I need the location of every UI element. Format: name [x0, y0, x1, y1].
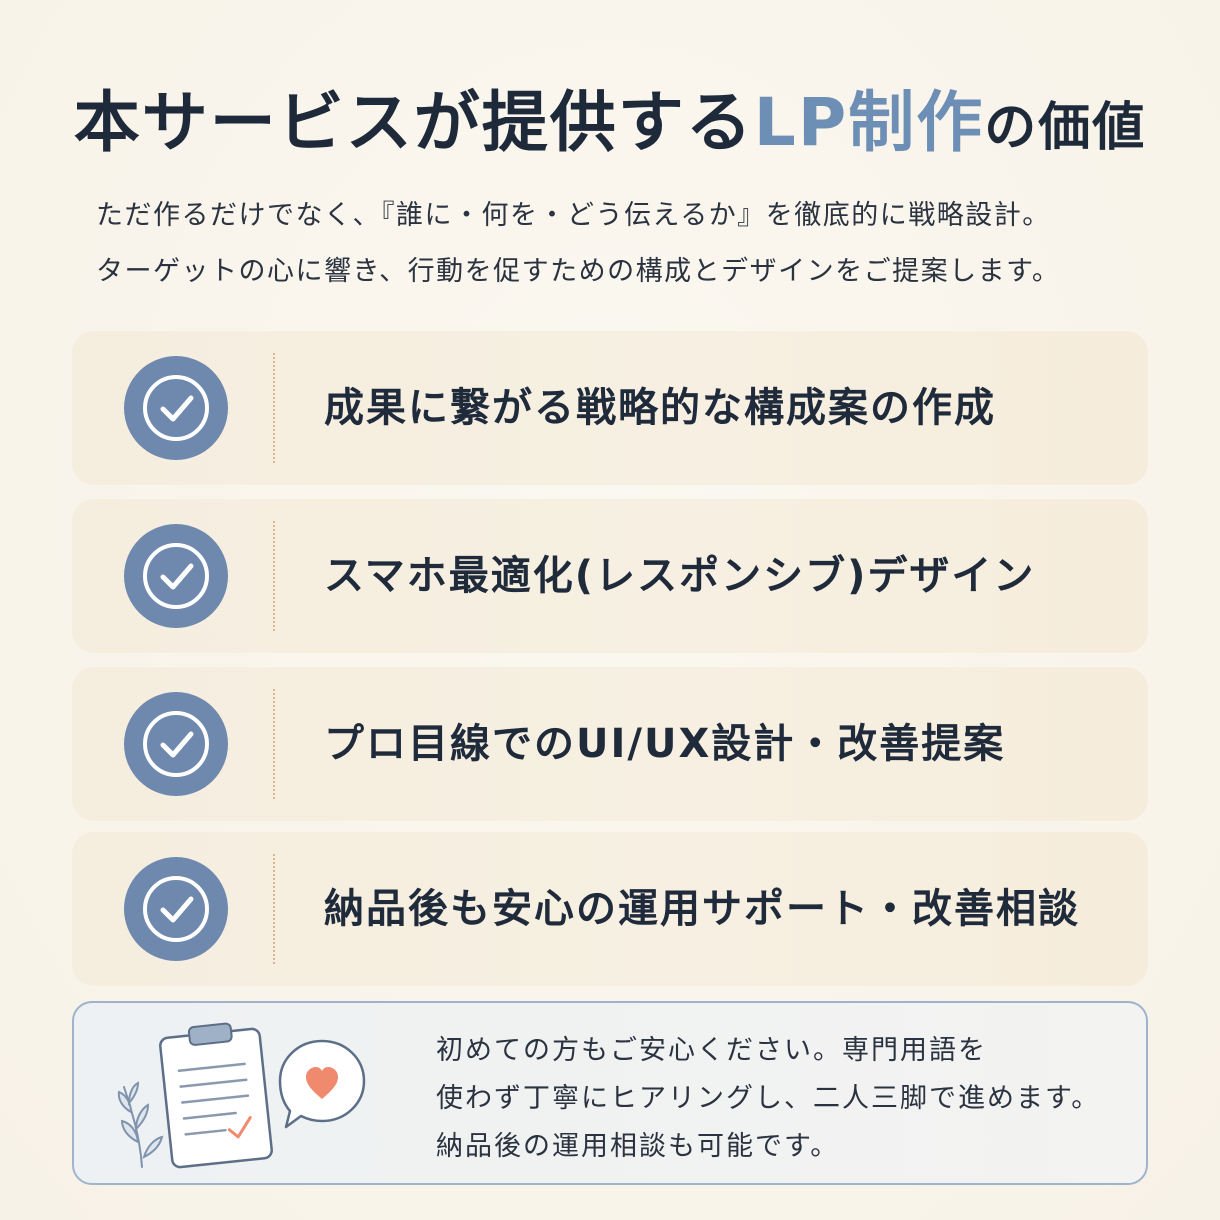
- note-text: 初めての方もご安心ください。専門用語を 使わず丁寧にヒアリングし、二人三脚で進め…: [436, 1027, 1100, 1171]
- feature-label: 納品後も安心の運用サポート・改善相談: [324, 886, 1080, 932]
- note-line-2: 使わず丁寧にヒアリングし、二人三脚で進めます。: [436, 1083, 1101, 1114]
- reassurance-note: 初めての方もご安心ください。専門用語を 使わず丁寧にヒアリングし、二人三脚で進め…: [72, 1001, 1148, 1185]
- leaf-icon: [117, 1081, 164, 1168]
- card-divider: [273, 854, 275, 964]
- intro-line-1: ただ作るだけでなく、『誰に・何を・どう伝えるか』を徹底的に戦略設計。: [96, 200, 1051, 231]
- note-illustration: [117, 1022, 366, 1169]
- title-part1: 本サービスが提供する: [73, 84, 754, 161]
- clipboard-icon: [159, 1022, 273, 1169]
- feature-card: スマホ最適化(レスポンシブ)デザイン: [72, 499, 1148, 653]
- feature-card: プロ目線でのUI/UX設計・改善提案: [72, 667, 1148, 821]
- card-divider: [273, 521, 275, 631]
- intro-line-2: ターゲットの心に響き、行動を促すための構成とデザインをご提案します。: [96, 256, 1061, 287]
- heart-speech-bubble-icon: [278, 1039, 366, 1129]
- page-title: 本サービスが提供するLP制作の価値: [0, 78, 1220, 173]
- check-circle-icon: [124, 692, 228, 796]
- card-divider: [273, 689, 275, 799]
- note-line-1: 初めての方もご安心ください。専門用語を: [436, 1035, 987, 1066]
- feature-label: スマホ最適化(レスポンシブ)デザイン: [324, 553, 1036, 599]
- card-divider: [273, 353, 275, 463]
- title-accent: LP制作: [753, 84, 985, 161]
- check-circle-icon: [124, 857, 228, 961]
- note-line-3: 納品後の運用相談も可能です。: [436, 1131, 840, 1162]
- check-circle-icon: [124, 356, 228, 460]
- feature-card: 成果に繋がる戦略的な構成案の作成: [72, 331, 1148, 485]
- feature-card: 納品後も安心の運用サポート・改善相談: [72, 832, 1148, 986]
- intro-text: ただ作るだけでなく、『誰に・何を・どう伝えるか』を徹底的に戦略設計。 ターゲット…: [96, 188, 1156, 300]
- feature-label: プロ目線でのUI/UX設計・改善提案: [324, 721, 1006, 767]
- check-circle-icon: [124, 524, 228, 628]
- title-part2: の価値: [984, 98, 1147, 158]
- feature-label: 成果に繋がる戦略的な構成案の作成: [324, 385, 996, 431]
